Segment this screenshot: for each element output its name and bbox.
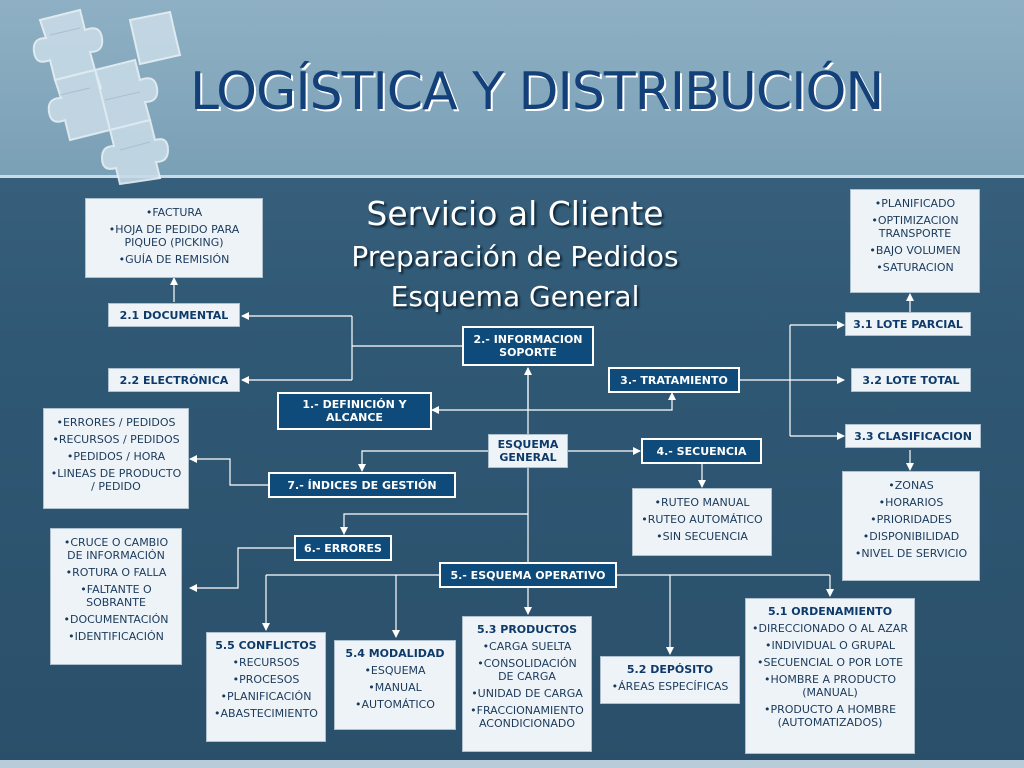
list-item: •ESQUEMA bbox=[364, 664, 426, 677]
errores-list: •CRUCE O CAMBIO DE INFORMACIÓN •ROTURA O… bbox=[50, 528, 182, 665]
list-item: •SIN SECUENCIA bbox=[656, 530, 748, 543]
node-secuencia: 4.- SECUENCIA bbox=[641, 438, 762, 464]
footer-divider bbox=[0, 760, 1024, 768]
node-esquema-operativo: 5.- ESQUEMA OPERATIVO bbox=[439, 562, 617, 588]
list-item: •DOCUMENTACIÓN bbox=[63, 613, 169, 626]
list-item: •RUTEO AUTOMÁTICO bbox=[641, 513, 763, 526]
node-definicion-alcance: 1.- DEFINICIÓN Y ALCANCE bbox=[277, 392, 432, 430]
heading-esquema: Esquema General bbox=[390, 280, 640, 313]
list-item: •ÁREAS ESPECÍFICAS bbox=[611, 680, 729, 693]
conflictos-title: 5.5 CONFLICTOS bbox=[215, 639, 317, 652]
header-divider bbox=[0, 175, 1024, 178]
list-item: •ERRORES / PEDIDOS bbox=[56, 416, 176, 429]
list-item: •ROTURA O FALLA bbox=[65, 566, 167, 579]
list-item: •HOMBRE A PRODUCTO (MANUAL) bbox=[763, 673, 897, 699]
node-lote-parcial: 3.1 LOTE PARCIAL bbox=[845, 312, 971, 336]
list-item: •MANUAL bbox=[368, 681, 422, 694]
heading-servicio: Servicio al Cliente bbox=[366, 194, 664, 233]
slide-title: LOGÍSTICA Y DISTRIBUCIÓN bbox=[190, 62, 884, 122]
list-item: •CONSOLIDACIÓN DE CARGA bbox=[477, 657, 577, 683]
list-item: •PRODUCTO A HOMBRE (AUTOMATIZADOS) bbox=[763, 703, 897, 729]
list-item: •PLANIFICADO bbox=[874, 197, 956, 210]
list-item: •ZONAS bbox=[888, 479, 934, 492]
list-item: •UNIDAD DE CARGA bbox=[471, 687, 583, 700]
ordenamiento-box: 5.1 ORDENAMIENTO •DIRECCIONADO O AL AZAR… bbox=[745, 598, 915, 754]
indices-list: •ERRORES / PEDIDOS •RECURSOS / PEDIDOS •… bbox=[43, 408, 189, 509]
clasificacion-list: •ZONAS •HORARIOS •PRIORIDADES •DISPONIBI… bbox=[842, 471, 980, 581]
productos-box: 5.3 PRODUCTOS •CARGA SUELTA •CONSOLIDACI… bbox=[462, 616, 592, 752]
list-item: •LINEAS DE PRODUCTO / PEDIDO bbox=[50, 467, 182, 493]
modalidad-title: 5.4 MODALIDAD bbox=[345, 647, 445, 660]
list-item: •SATURACION bbox=[876, 261, 954, 274]
list-item: •FALTANTE O SOBRANTE bbox=[80, 583, 152, 609]
ordenamiento-title: 5.1 ORDENAMIENTO bbox=[767, 605, 893, 618]
node-errores: 6.- ERRORES bbox=[294, 535, 392, 561]
list-item: •DISPONIBILIDAD bbox=[862, 530, 960, 543]
list-item: •HORARIOS bbox=[878, 496, 944, 509]
node-clasificacion: 3.3 CLASIFICACION bbox=[845, 424, 981, 448]
list-item: •CARGA SUELTA bbox=[482, 640, 572, 653]
list-item: •HOJA DE PEDIDO PARA PIQUEO (PICKING) bbox=[108, 223, 240, 249]
deposito-title: 5.2 DEPÓSITO bbox=[626, 663, 714, 676]
list-item: •AUTOMÁTICO bbox=[355, 698, 435, 711]
node-informacion-soporte: 2.- INFORMACION SOPORTE bbox=[462, 326, 594, 366]
node-electronica: 2.2 ELECTRÓNICA bbox=[108, 368, 240, 392]
node-esquema-general: ESQUEMA GENERAL bbox=[488, 434, 568, 468]
list-item: •RECURSOS / PEDIDOS bbox=[52, 433, 180, 446]
node-tratamiento: 3.- TRATAMIENTO bbox=[608, 367, 740, 393]
list-item: •DIRECCIONADO O AL AZAR bbox=[752, 622, 908, 635]
list-item: •NIVEL DE SERVICIO bbox=[854, 547, 968, 560]
list-item: •PLANIFICACIÓN bbox=[220, 690, 312, 703]
heading-preparacion: Preparación de Pedidos bbox=[351, 240, 679, 273]
list-item: •FRACCIONAMIENTO ACONDICIONADO bbox=[470, 704, 584, 730]
conflictos-box: 5.5 CONFLICTOS •RECURSOS •PROCESOS •PLAN… bbox=[206, 632, 326, 742]
productos-title: 5.3 PRODUCTOS bbox=[476, 623, 578, 636]
list-item: •OPTIMIZACION TRANSPORTE bbox=[871, 214, 959, 240]
list-item: •PRIORIDADES bbox=[870, 513, 952, 526]
list-item: •FACTURA bbox=[145, 206, 203, 219]
puzzle-pieces-icon bbox=[32, 8, 182, 185]
node-lote-total: 3.2 LOTE TOTAL bbox=[851, 368, 971, 392]
documental-list: •FACTURA •HOJA DE PEDIDO PARA PIQUEO (PI… bbox=[85, 198, 263, 278]
list-item: •PROCESOS bbox=[232, 673, 300, 686]
node-indices-gestion: 7.- ÍNDICES DE GESTIÓN bbox=[268, 472, 456, 498]
secuencia-list: •RUTEO MANUAL •RUTEO AUTOMÁTICO •SIN SEC… bbox=[632, 488, 772, 556]
list-item: •GUÍA DE REMISIÓN bbox=[118, 253, 230, 266]
list-item: •PEDIDOS / HORA bbox=[66, 450, 166, 463]
list-item: •BAJO VOLUMEN bbox=[869, 244, 961, 257]
list-item: •RECURSOS bbox=[232, 656, 300, 669]
list-item: •INDIVIDUAL O GRUPAL bbox=[764, 639, 896, 652]
list-item: •RUTEO MANUAL bbox=[654, 496, 750, 509]
deposito-box: 5.2 DEPÓSITO •ÁREAS ESPECÍFICAS bbox=[600, 656, 740, 704]
node-documental: 2.1 DOCUMENTAL bbox=[108, 303, 240, 327]
list-item: •CRUCE O CAMBIO DE INFORMACIÓN bbox=[63, 536, 169, 562]
modalidad-box: 5.4 MODALIDAD •ESQUEMA •MANUAL •AUTOMÁTI… bbox=[334, 640, 456, 730]
list-item: •SECUENCIAL O POR LOTE bbox=[756, 656, 904, 669]
lote-parcial-list: •PLANIFICADO •OPTIMIZACION TRANSPORTE •B… bbox=[850, 189, 980, 293]
list-item: •ABASTECIMIENTO bbox=[214, 707, 318, 720]
list-item: •IDENTIFICACIÓN bbox=[68, 630, 164, 643]
